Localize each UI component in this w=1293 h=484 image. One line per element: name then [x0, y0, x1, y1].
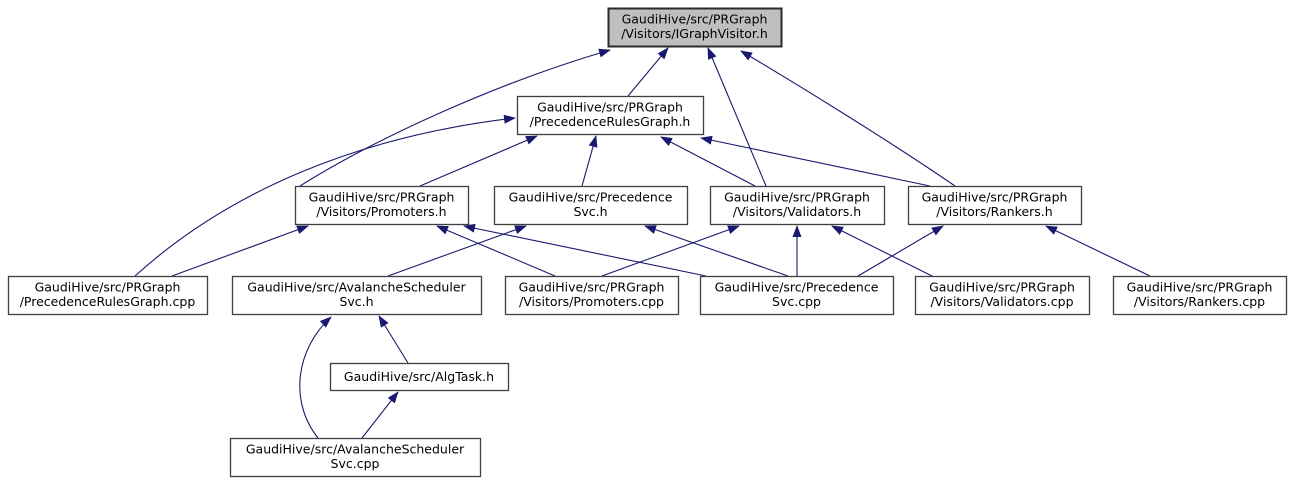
edge-rankers_h-to-precedencerulesgraph_h — [700, 135, 931, 187]
node-box-avalancheschedulersvc_h[interactable] — [231, 275, 483, 316]
node-box-igraphvisitor_h[interactable] — [607, 7, 783, 48]
node-box-promoters_h[interactable] — [294, 185, 470, 226]
node-algtask_h[interactable]: GaudiHive/src/AlgTask.h — [329, 362, 510, 392]
node-rankers_h[interactable]: GaudiHive/src/PRGraph/Visitors/Rankers.h — [907, 185, 1083, 226]
edge-avalancheschedulersvc_h-to-precedencesvc_h — [387, 225, 527, 277]
node-box-rankers_cpp[interactable] — [1112, 275, 1288, 316]
node-promoters_h[interactable]: GaudiHive/src/PRGraph/Visitors/Promoters… — [294, 185, 470, 226]
node-promoters_cpp[interactable]: GaudiHive/src/PRGraph/Visitors/Promoters… — [504, 275, 680, 316]
edge-validators_cpp-to-validators_h — [831, 225, 933, 277]
node-box-promoters_cpp[interactable] — [504, 275, 680, 316]
node-rankers_cpp[interactable]: GaudiHive/src/PRGraph/Visitors/Rankers.c… — [1112, 275, 1288, 316]
node-box-precedencesvc_cpp[interactable] — [699, 275, 895, 316]
node-precedencerulesgraph_h[interactable]: GaudiHive/src/PRGraph/PrecedenceRulesGra… — [516, 95, 705, 136]
edge-validators_h-to-precedencerulesgraph_h — [660, 136, 756, 187]
node-box-validators_cpp[interactable] — [914, 275, 1091, 316]
edge-precedencerulesgraph_cpp-to-precedencerulesgraph_h — [134, 114, 516, 277]
node-box-precedencesvc_h[interactable] — [493, 185, 689, 226]
node-box-precedencerulesgraph_h[interactable] — [516, 95, 705, 136]
node-box-validators_h[interactable] — [709, 185, 886, 226]
edge-validators_h-to-igraphvisitor_h — [707, 47, 767, 187]
edge-avalancheschedulersvc_cpp-to-algtask_h — [361, 391, 399, 439]
edge-precedencesvc_h-to-precedencerulesgraph_h — [581, 135, 598, 187]
edge-rankers_cpp-to-rankers_h — [1045, 225, 1151, 277]
edge-promoters_h-to-precedencerulesgraph_h — [419, 135, 538, 187]
edge-precedencerulesgraph_h-to-igraphvisitor_h — [627, 47, 669, 97]
edge-precedencesvc_cpp-to-precedencesvc_h — [644, 225, 789, 277]
node-box-rankers_h[interactable] — [907, 185, 1083, 226]
node-box-precedencerulesgraph_cpp[interactable] — [7, 275, 209, 316]
edge-algtask_h-to-avalancheschedulersvc_h — [378, 315, 409, 364]
edge-precedencesvc_cpp-to-rankers_h — [857, 225, 944, 277]
node-igraphvisitor_h[interactable]: GaudiHive/src/PRGraph/Visitors/IGraphVis… — [607, 7, 783, 48]
edge-avalancheschedulersvc_cpp-to-avalancheschedulersvc_h — [299, 316, 332, 439]
node-validators_cpp[interactable]: GaudiHive/src/PRGraph/Visitors/Validator… — [914, 275, 1091, 316]
edge-promoters_h-to-igraphvisitor_h — [299, 48, 611, 187]
edge-promoters_cpp-to-promoters_h — [436, 225, 556, 277]
edge-precedencerulesgraph_cpp-to-promoters_h — [171, 225, 309, 277]
edge-rankers_h-to-igraphvisitor_h — [740, 50, 956, 187]
node-box-algtask_h[interactable] — [329, 362, 510, 392]
node-box-avalancheschedulersvc_cpp[interactable] — [229, 437, 482, 478]
edge-promoters_cpp-to-validators_h — [601, 225, 740, 277]
node-precedencerulesgraph_cpp[interactable]: GaudiHive/src/PRGraph/PrecedenceRulesGra… — [7, 275, 209, 316]
node-validators_h[interactable]: GaudiHive/src/PRGraph/Visitors/Validator… — [709, 185, 886, 226]
